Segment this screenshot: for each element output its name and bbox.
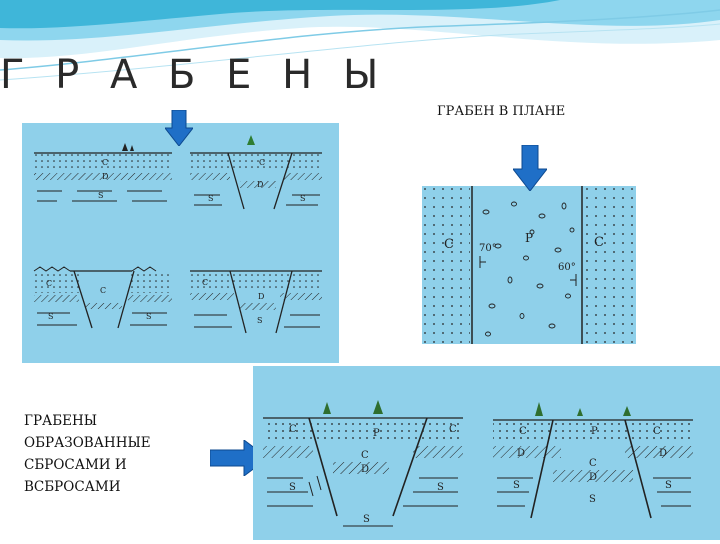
dip-symbol-left xyxy=(479,256,486,268)
plan-view-svg: C C P 70° 60° xyxy=(422,186,636,344)
label-p: P xyxy=(591,426,598,437)
label-s: S xyxy=(300,194,305,203)
graben-caption: ГРАБЕНЫ ОБРАЗОВАННЫЕ СБРОСАМИ И ВСБРОСАМ… xyxy=(24,410,151,498)
label-p: P xyxy=(373,428,380,439)
label-s: S xyxy=(437,482,444,493)
graben-sections-svg: C D S C D S S xyxy=(33,135,322,334)
tree-icon xyxy=(122,143,134,151)
label-c: C xyxy=(449,424,457,435)
left-diagram-panel: C D S C D S S xyxy=(22,123,339,363)
plan-view-panel: C C P 70° 60° xyxy=(422,186,636,344)
label-c: C xyxy=(289,424,297,435)
label-c: C xyxy=(259,158,265,167)
label-c: C xyxy=(46,279,52,288)
label-c: C xyxy=(102,158,108,167)
down-arrow-icon xyxy=(513,145,547,191)
section-top-left: C D S xyxy=(34,143,172,202)
label-d: D xyxy=(517,448,525,459)
plan-view-title: ГРАБЕН В ПЛАНЕ xyxy=(437,104,566,119)
label-c: C xyxy=(519,426,527,437)
label-d: D xyxy=(361,464,369,475)
header-wave-decoration xyxy=(0,0,720,81)
plan-label-c-left: C xyxy=(444,237,454,252)
slide-title: Г Р А Б Е Н Ы xyxy=(0,52,388,98)
section-normal-faults: C C P C D S S S xyxy=(263,400,463,527)
label-c: C xyxy=(361,450,369,461)
dip-angle-right: 60° xyxy=(558,262,576,273)
caption-line: ВСБРОСАМИ xyxy=(24,479,121,495)
down-arrow-icon xyxy=(165,110,193,146)
label-c: C xyxy=(653,426,661,437)
label-s: S xyxy=(48,312,53,321)
label-s: S xyxy=(289,482,296,493)
dip-symbol-right xyxy=(570,274,577,286)
label-s: S xyxy=(589,494,596,505)
label-s: S xyxy=(257,316,262,325)
label-d: D xyxy=(102,172,108,181)
label-s: S xyxy=(146,312,151,321)
label-s: S xyxy=(513,480,520,491)
label-d: D xyxy=(257,180,263,189)
tree-icon xyxy=(323,400,383,414)
label-c: C xyxy=(202,278,208,287)
section-reverse-faults: C C P D D C D S S S xyxy=(493,402,693,519)
label-s: S xyxy=(208,194,213,203)
label-c: C xyxy=(100,286,106,295)
label-c: C xyxy=(589,458,597,469)
tree-icon xyxy=(247,135,255,145)
plan-label-c-right: C xyxy=(594,235,604,250)
fault-sections-svg: C C P C D S S S C C P D D C xyxy=(263,400,693,527)
caption-line: ГРАБЕНЫ xyxy=(24,413,98,429)
label-d: D xyxy=(258,292,264,301)
bottom-diagram-panel: C C P C D S S S C C P D D C xyxy=(253,366,720,540)
label-d: D xyxy=(589,472,597,483)
caption-line: СБРОСАМИ И xyxy=(24,457,127,473)
tree-icon xyxy=(535,402,631,416)
dip-angle-left: 70° xyxy=(479,243,497,254)
label-s: S xyxy=(363,514,370,525)
label-s: S xyxy=(665,480,672,491)
label-s: S xyxy=(98,191,103,200)
section-bottom-left: C C S S xyxy=(33,266,172,329)
plan-label-p: P xyxy=(525,231,533,245)
section-bottom-right: C D S xyxy=(190,270,322,334)
section-top-right: C D S S xyxy=(190,135,322,210)
label-d: D xyxy=(659,448,667,459)
caption-line: ОБРАЗОВАННЫЕ xyxy=(24,435,151,451)
